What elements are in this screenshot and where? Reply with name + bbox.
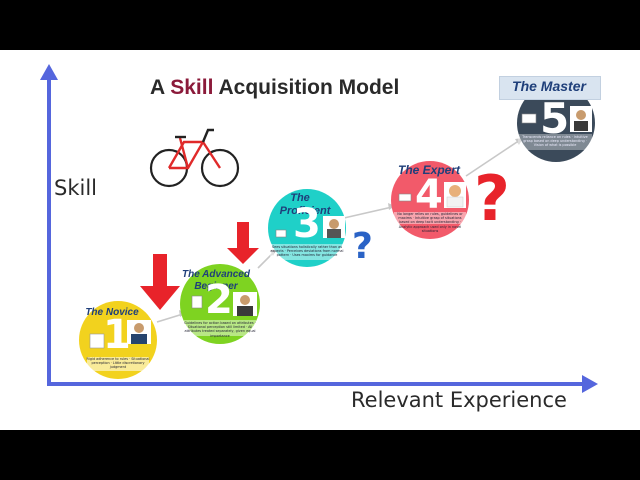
master-label-box [499,76,601,100]
down-arrow-icon [227,248,259,264]
stage-2-panel [184,320,256,336]
person-avatar-icon [233,292,257,316]
stage-4-notes: No longer relies on rules, guidelines or… [397,212,463,233]
stage-1-notes: Rigid adherence to rules · Situational p… [86,357,150,370]
stage-3-number: 3 [293,201,321,247]
stage-5-circle [517,84,595,162]
stage-2-circle [180,264,260,344]
stage-2-title-line2: Beginner [194,281,238,292]
down-arrow-icon [153,254,167,288]
title-accent: Skill [170,76,214,99]
stage-2-title-line1: The Advanced [182,269,250,280]
document-icon [275,229,287,238]
connector-1-2 [156,313,184,323]
stage-5-number: 5 [540,94,570,143]
person-avatar-icon [444,182,466,208]
connector-4-5 [465,139,521,177]
y-axis-arrowhead [40,64,58,80]
stage-4-circle [391,161,469,239]
x-axis-arrowhead [582,375,598,393]
bicycle-icon [149,128,240,188]
question-mark-icon: ? [352,226,373,267]
stage-2-number: 2 [205,277,233,323]
title-suffix: Acquisition Model [213,76,400,99]
connector-3-4 [343,206,393,219]
stage-1-title: The Novice [85,307,139,318]
person-avatar-icon [323,216,345,238]
stage-1-number: 1 [103,312,131,358]
document-icon [89,333,105,349]
document-icon [191,295,203,309]
stage-2-notes: Guidelines for action based on attribute… [184,321,256,338]
down-arrow-icon [140,286,180,310]
stage-4-number: 4 [415,172,443,218]
document-icon [398,193,412,202]
stage-3-title-line1: The [290,192,310,204]
stage-3-notes: Sees situations holistically rather than… [270,245,344,258]
x-axis-label: Relevant Experience [351,388,567,412]
connector-arrowhead [270,249,277,256]
person-avatar-icon [127,320,151,344]
stage-5-title: The Master [512,78,586,94]
page-title: A Skill Acquisition Model [150,76,399,100]
document-icon [521,113,537,124]
stage-3-circle [268,189,346,267]
question-mark-icon: ? [474,162,510,235]
stage-5-panel [518,134,592,150]
y-axis-label: Skill [54,176,97,200]
connector-2-3 [257,251,275,269]
stage-3-panel [270,244,344,260]
title-prefix: A [150,76,171,99]
down-arrow-icon [237,222,249,250]
stage-3-title-line2: Proficient [279,205,331,217]
person-avatar-icon [570,106,592,132]
stage-4-title: The Expert [397,163,460,177]
stage-5-notes: Transcends reliance on rules · Intuitive… [522,135,588,148]
stage-4-panel [394,212,466,224]
connector-arrowhead [388,203,395,210]
stage-1-panel [87,357,149,371]
